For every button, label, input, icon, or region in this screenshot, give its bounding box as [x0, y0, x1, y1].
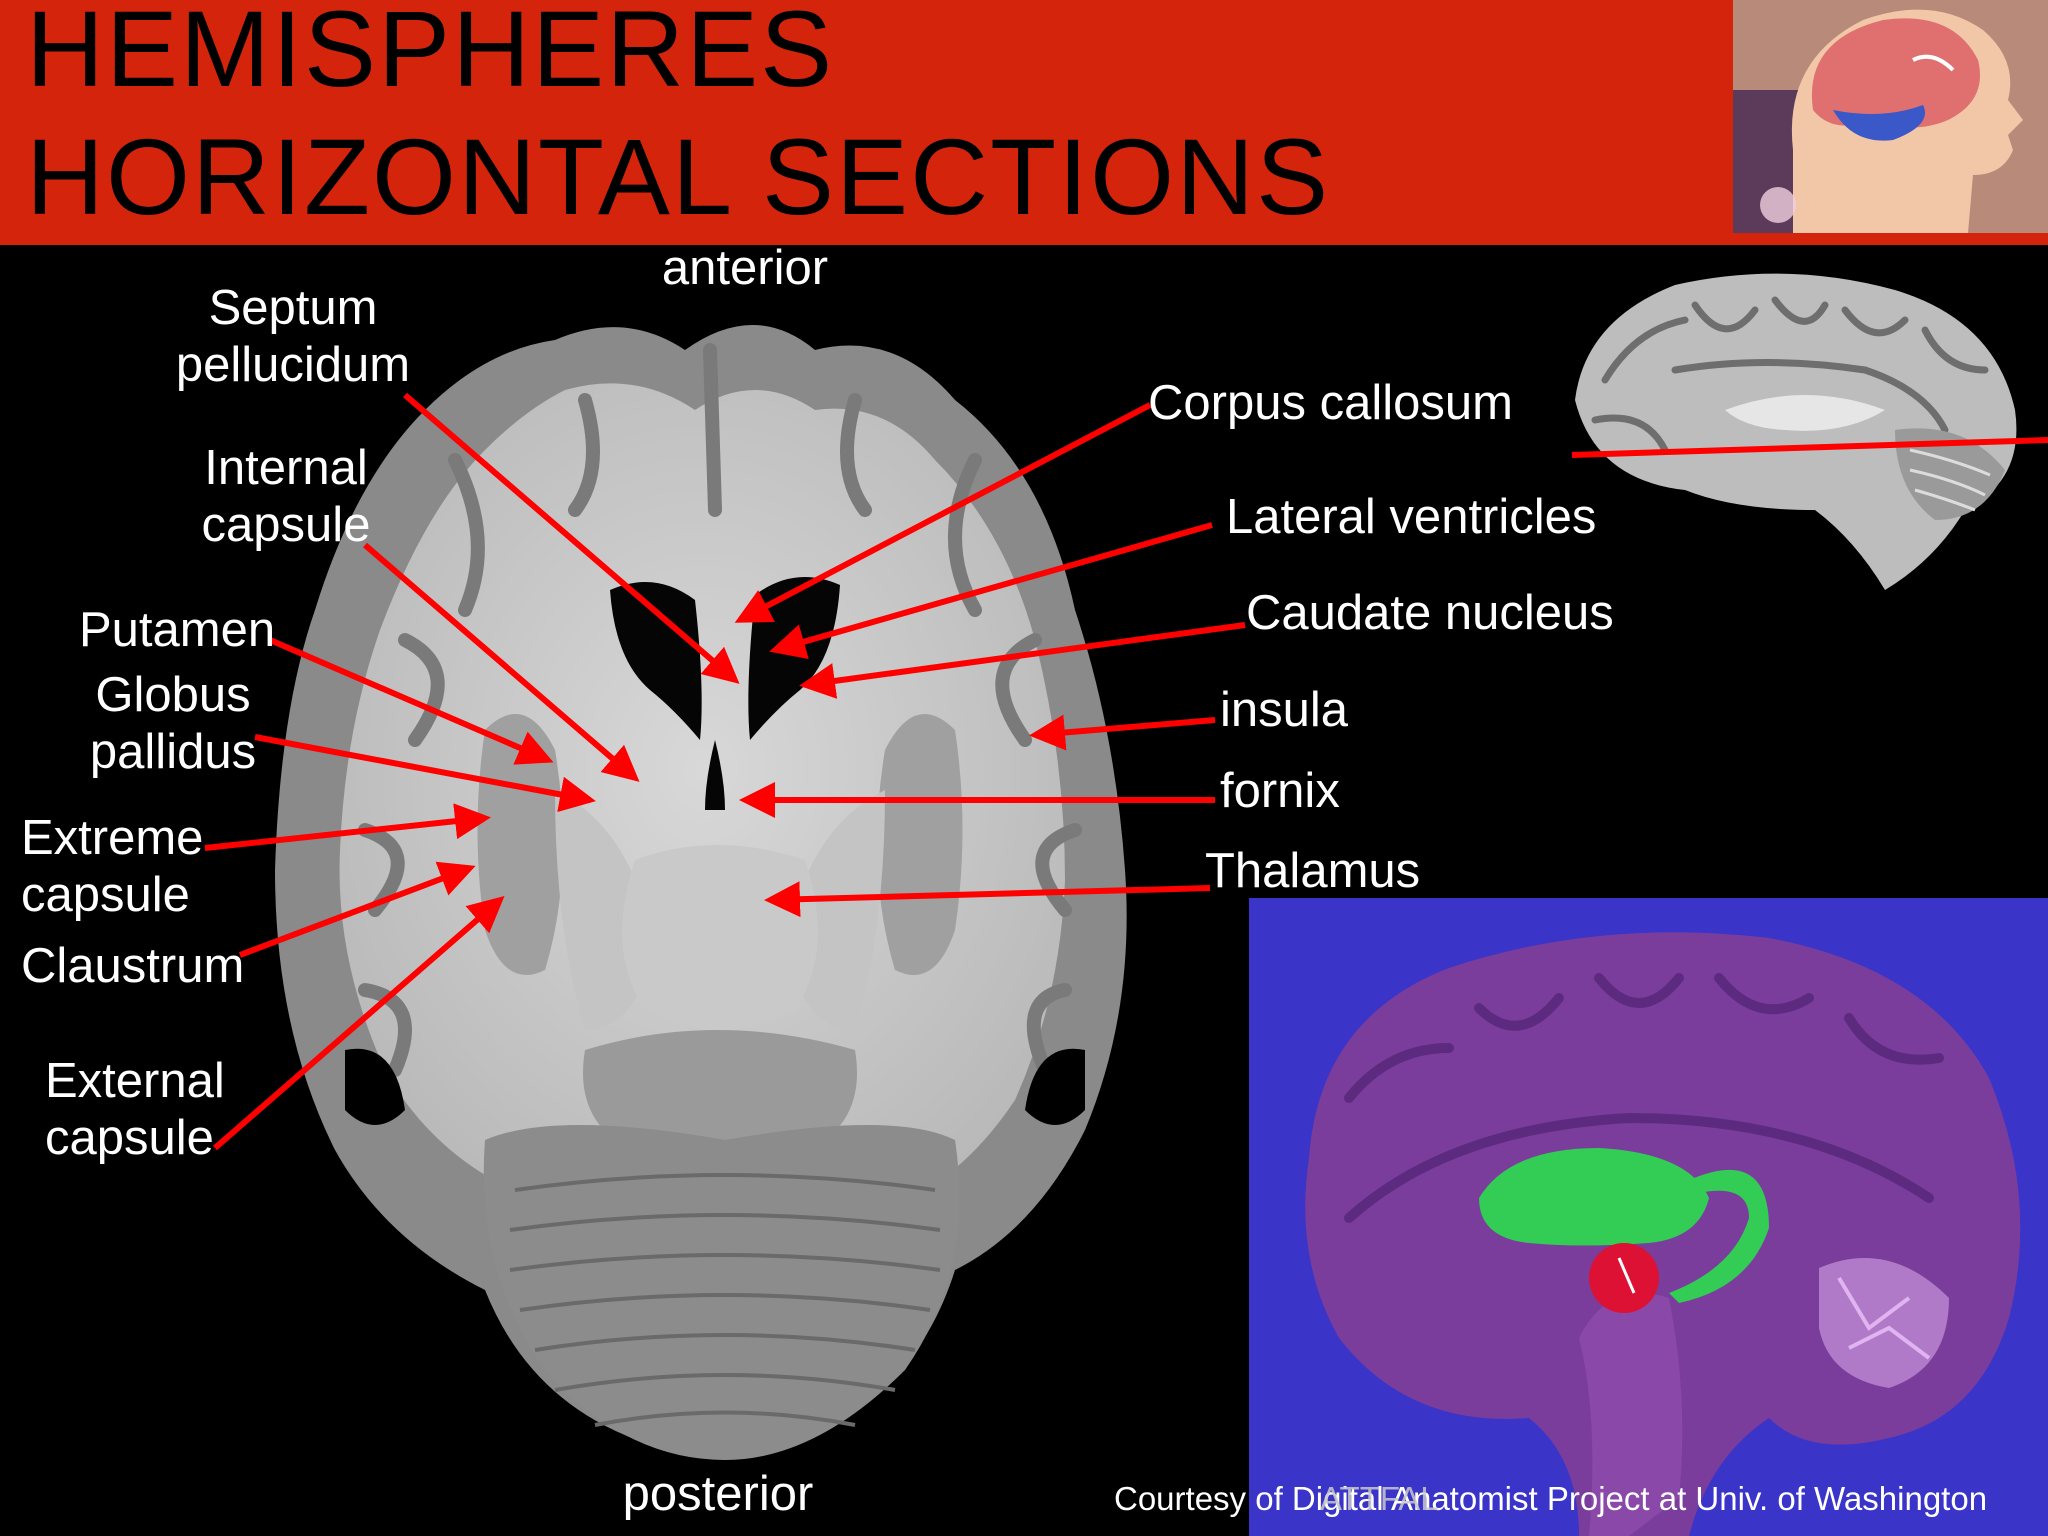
- label-globus-pallidus-line2: pallidus: [89, 725, 257, 779]
- title-line-2: HORIZONTAL SECTIONS: [26, 116, 1331, 237]
- label-internal-capsule-line1: Internal: [204, 441, 368, 495]
- brain-horizontal-section-image: [275, 325, 1127, 1460]
- label-septum-line1: Septum: [208, 281, 378, 335]
- credit-overlay-text: ATTFAL: [1320, 1480, 1439, 1517]
- label-claustrum: Claustrum: [21, 939, 245, 993]
- label-thalamus: Thalamus: [1205, 844, 1421, 898]
- label-extreme-capsule-line2: capsule: [21, 868, 190, 922]
- sagittal-brain-image: [1575, 273, 2017, 590]
- label-septum-line2: pellucidum: [175, 338, 411, 392]
- label-extreme-capsule-line1: Extreme: [21, 811, 204, 865]
- title-bar: HEMISPHERES HORIZONTAL SECTIONS: [0, 0, 2048, 245]
- label-putamen: Putamen: [79, 603, 276, 657]
- title-line-1: HEMISPHERES: [26, 0, 835, 109]
- posterior-label: posterior: [622, 1467, 814, 1521]
- credit-text: Courtesy of Digital Anatomist Project at…: [1114, 1480, 1988, 1517]
- label-corpus-callosum: Corpus callosum: [1148, 376, 1513, 430]
- label-lateral-ventricles: Lateral ventricles: [1226, 490, 1597, 544]
- label-external-capsule-line1: External: [45, 1054, 225, 1108]
- head-brain-illustration: [1733, 0, 2048, 233]
- 3d-brain-model-image: [1249, 898, 2048, 1536]
- label-external-capsule-line2: capsule: [45, 1111, 214, 1165]
- label-globus-pallidus-line1: Globus: [95, 668, 251, 722]
- anterior-label: anterior: [661, 241, 829, 295]
- label-internal-capsule-line2: capsule: [201, 498, 371, 552]
- label-fornix: fornix: [1220, 764, 1340, 818]
- label-insula: insula: [1220, 683, 1349, 737]
- label-caudate-nucleus: Caudate nucleus: [1246, 586, 1614, 640]
